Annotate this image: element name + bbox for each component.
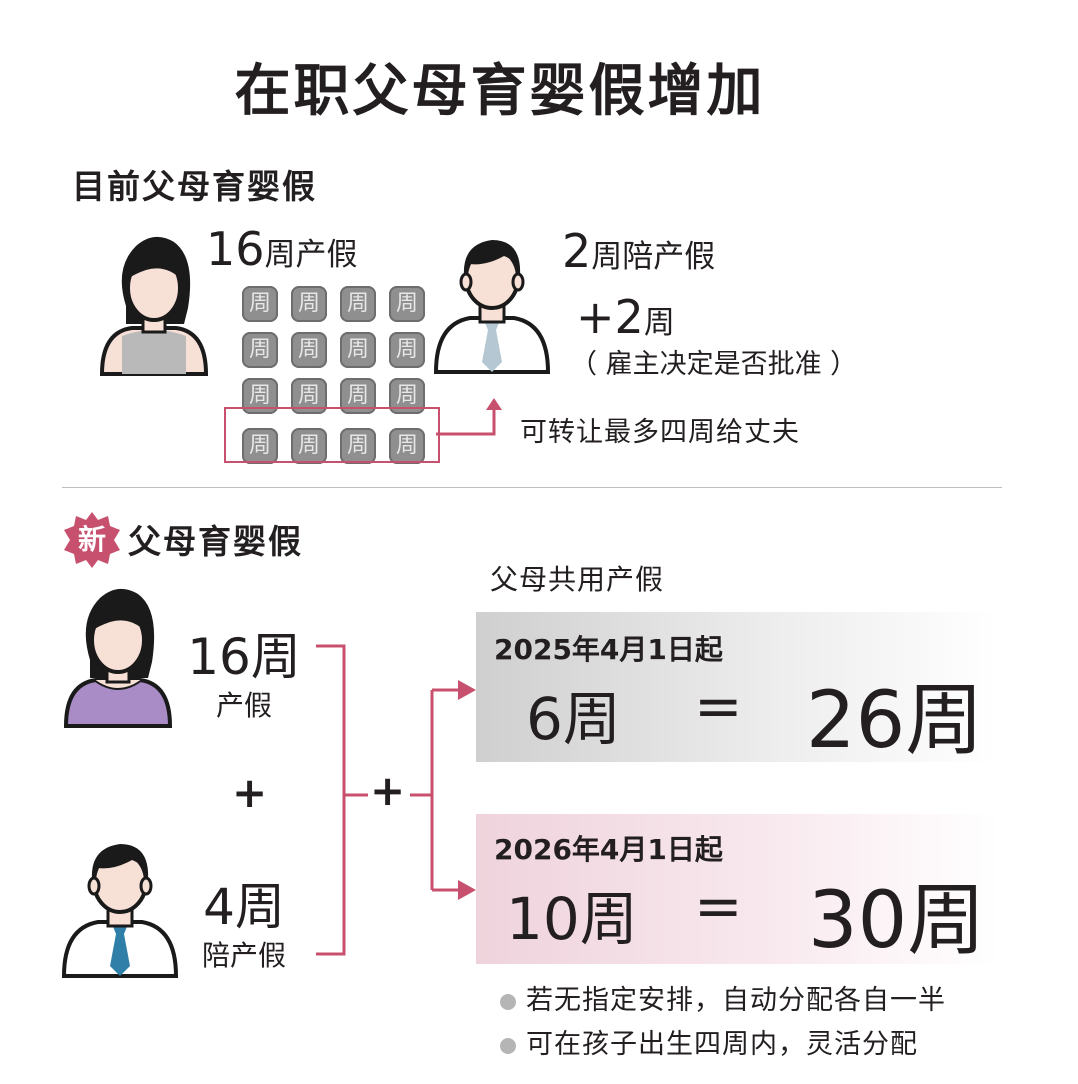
note-item: 可在孩子出生四周内，灵活分配 — [500, 1022, 918, 1061]
week-chip-icon: 周 — [389, 428, 425, 464]
current-paternity-weeks: 2 — [562, 224, 592, 278]
phase2-equals: = — [694, 872, 743, 940]
transfer-arrow — [436, 398, 502, 436]
extra-paternity-unit: 周 — [643, 305, 675, 341]
mother-icon-new — [63, 588, 173, 728]
week-chip-icon: 周 — [291, 286, 327, 322]
new-maternity-weeks: 16周 — [187, 628, 301, 686]
week-chip-icon: 周 — [389, 332, 425, 368]
note-item: 若无指定安排，自动分配各自一半 — [500, 978, 946, 1017]
plus-sign: + — [232, 768, 268, 817]
phase2-panel — [476, 814, 998, 964]
current-maternity-weeks: 16 — [206, 222, 265, 276]
father-icon — [433, 240, 551, 374]
week-chip-icon: 周 — [291, 332, 327, 368]
new-badge-label: 新 — [77, 523, 106, 556]
phase1-equals: = — [694, 672, 743, 740]
phase2-weeks: 10周 — [506, 885, 638, 953]
week-chip-icon: 周 — [242, 286, 278, 322]
phase1-total: 26周 — [806, 676, 984, 766]
current-section-heading: 目前父母育婴假 — [72, 167, 317, 206]
employer-approval-note: （ 雇主决定是否批准 ） — [570, 349, 858, 380]
current-paternity-label: 周陪产假 — [591, 239, 716, 275]
current-maternity-label: 周产假 — [264, 237, 358, 273]
phase1-panel — [476, 612, 998, 762]
shared-leave-label: 父母共用产假 — [490, 563, 665, 596]
week-chip-icon: 周 — [340, 332, 376, 368]
note-text: 可在孩子出生四周内，灵活分配 — [526, 1029, 918, 1060]
phase2-date: 2026年4月1日起 — [494, 833, 723, 866]
transferable-weeks-box — [224, 407, 440, 463]
week-chip-icon: 周 — [291, 428, 327, 464]
plus-sign-2: + — [370, 766, 406, 815]
new-maternity-label: 产假 — [215, 689, 272, 722]
bullet-icon — [500, 993, 516, 1010]
section-divider — [62, 487, 1002, 488]
extra-paternity-weeks: +2 — [576, 290, 644, 344]
week-chip-icon: 周 — [242, 428, 278, 464]
phase1-weeks: 6周 — [526, 685, 621, 753]
week-chip-icon: 周 — [340, 428, 376, 464]
note-text: 若无指定安排，自动分配各自一半 — [526, 985, 946, 1016]
father-icon-new — [61, 844, 179, 978]
page-title: 在职父母育婴假增加 — [234, 59, 766, 124]
phase2-total: 30周 — [808, 876, 986, 966]
new-badge: 新 — [64, 512, 120, 568]
new-section-heading: 父母育婴假 — [128, 522, 303, 561]
mother-icon — [99, 236, 209, 376]
new-paternity-label: 陪产假 — [201, 939, 286, 972]
bullet-icon — [500, 1037, 516, 1054]
transfer-note: 可转让最多四周给丈夫 — [520, 417, 800, 448]
week-chip-icon: 周 — [389, 286, 425, 322]
new-paternity-weeks: 4周 — [203, 878, 285, 936]
week-chip-icon: 周 — [242, 332, 278, 368]
phase1-date: 2025年4月1日起 — [494, 633, 723, 666]
bracket-connector — [316, 644, 476, 956]
week-chip-icon: 周 — [340, 286, 376, 322]
starburst-icon — [64, 512, 120, 568]
